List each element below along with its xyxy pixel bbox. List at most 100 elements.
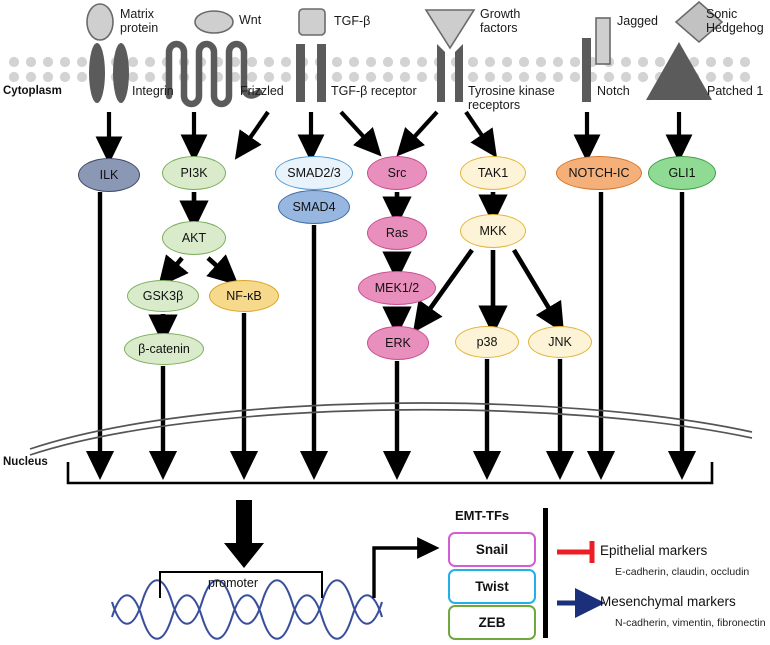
membrane-dot <box>246 56 258 68</box>
node-src[interactable]: Src <box>367 156 427 190</box>
membrane-dot <box>280 71 292 83</box>
membrane-dot <box>535 56 547 68</box>
membrane-dot <box>552 71 564 83</box>
membrane-dot <box>637 56 649 68</box>
receptor-notch <box>582 38 591 102</box>
ligand-label-growth-factors: Growth factors <box>480 7 521 35</box>
membrane-dot <box>144 56 156 68</box>
membrane-dot <box>467 71 479 83</box>
membrane-dot <box>229 56 241 68</box>
big-transcription-arrow <box>224 500 264 568</box>
membrane-dot <box>569 71 581 83</box>
membrane-dot <box>484 56 496 68</box>
emt-tfs-title: EMT-TFs <box>455 508 510 523</box>
membrane-dot <box>382 56 394 68</box>
ligand-tgf-beta-icon <box>298 8 326 36</box>
receptor-label-notch: Notch <box>597 84 630 98</box>
node-smad4[interactable]: SMAD4 <box>278 190 350 224</box>
ligand-label-matrix-protein: Matrix protein <box>120 7 159 35</box>
ligand-label-tgf-beta: TGF-β <box>334 14 371 28</box>
membrane-dot <box>59 56 71 68</box>
node-gsk3b[interactable]: GSK3β <box>127 280 199 312</box>
node-smad23[interactable]: SMAD2/3 <box>275 156 353 190</box>
membrane-dot <box>76 71 88 83</box>
membrane-dot <box>416 71 428 83</box>
node-pi3k[interactable]: PI3K <box>162 156 226 190</box>
ligand-jagged-icon <box>595 17 611 65</box>
convergence-bracket <box>66 462 714 485</box>
membrane-dot <box>331 56 343 68</box>
receptor-label-tyrosine-kinase-receptors: Tyrosine kinase receptors <box>468 84 555 112</box>
membrane-dot <box>569 56 581 68</box>
membrane-dot <box>348 71 360 83</box>
nucleus-label: Nucleus <box>3 456 48 468</box>
receptor-label-integrin: Integrin <box>132 84 174 98</box>
cascade-arrows <box>148 192 565 345</box>
membrane-dot <box>8 71 20 83</box>
node-notch-ic[interactable]: NOTCH-IC <box>556 156 642 190</box>
membrane-dot <box>705 56 717 68</box>
receptor-integrin <box>89 43 129 103</box>
epithelial-markers-detail: E-cadherin, claudin, occludin <box>615 566 750 578</box>
epithelial-inhibition-arrow <box>557 541 595 563</box>
node-ras[interactable]: Ras <box>367 216 427 250</box>
node-p38[interactable]: p38 <box>455 326 519 358</box>
receptor-to-node-arrows <box>95 110 693 165</box>
membrane-dot <box>705 71 717 83</box>
node-ilk[interactable]: ILK <box>78 158 140 192</box>
membrane-dot <box>365 71 377 83</box>
membrane-dot <box>603 71 615 83</box>
ligand-growth-factors-icon <box>424 9 476 50</box>
membrane-dot <box>620 56 632 68</box>
node-erk[interactable]: ERK <box>367 326 429 360</box>
receptor-tyrosine-kinase <box>437 44 463 102</box>
emt-divider-bar <box>543 508 548 638</box>
membrane-dot <box>399 71 411 83</box>
node-nf-kb[interactable]: NF-κB <box>209 280 279 312</box>
membrane-dot <box>382 71 394 83</box>
ligand-sonic-hedgehog-icon <box>674 0 724 44</box>
ligand-wnt-icon <box>194 10 234 34</box>
emt-tf-snail[interactable]: Snail <box>448 532 536 567</box>
node-mek12[interactable]: MEK1/2 <box>358 271 436 305</box>
membrane-dot <box>654 56 666 68</box>
membrane-dot <box>348 56 360 68</box>
membrane-dot <box>263 71 275 83</box>
node-gli1[interactable]: GLI1 <box>648 156 716 190</box>
node-jnk[interactable]: JNK <box>528 326 592 358</box>
membrane-dot <box>501 56 513 68</box>
nuclear-envelope <box>29 402 753 456</box>
membrane-dot <box>127 56 139 68</box>
node-mkk[interactable]: MKK <box>460 214 526 248</box>
membrane-dot <box>229 71 241 83</box>
ligand-label-jagged: Jagged <box>617 14 659 28</box>
membrane-dot <box>25 71 37 83</box>
membrane-dot <box>467 56 479 68</box>
receptor-patched-1 <box>646 42 712 100</box>
membrane-dot <box>127 71 139 83</box>
membrane-dot <box>246 71 258 83</box>
node-beta-catenin[interactable]: β-catenin <box>124 333 204 365</box>
membrane-dot <box>76 56 88 68</box>
membrane-dot <box>42 71 54 83</box>
epithelial-markers-title: Epithelial markers <box>600 543 708 558</box>
membrane-dot <box>25 56 37 68</box>
membrane-dot <box>535 71 547 83</box>
membrane-dot <box>501 71 513 83</box>
membrane-dot <box>518 56 530 68</box>
emt-tf-zeb[interactable]: ZEB <box>448 605 536 640</box>
membrane-dot <box>144 71 156 83</box>
cytoplasm-label: Cytoplasm <box>3 85 62 97</box>
node-akt[interactable]: AKT <box>162 221 226 255</box>
ligand-label-sonic-hedgehog: Sonic Hedgehog <box>706 7 764 35</box>
receptor-label-tgf-beta-receptor: TGF-β receptor <box>331 84 417 98</box>
node-tak1[interactable]: TAK1 <box>460 156 526 190</box>
membrane-dot <box>620 71 632 83</box>
emt-tf-twist[interactable]: Twist <box>448 568 536 604</box>
promoter-label: promoter <box>208 576 259 590</box>
membrane-dot <box>416 56 428 68</box>
mesenchymal-markers-detail: N-cadherin, vimentin, fibronectin <box>615 617 766 629</box>
membrane-dot <box>518 71 530 83</box>
